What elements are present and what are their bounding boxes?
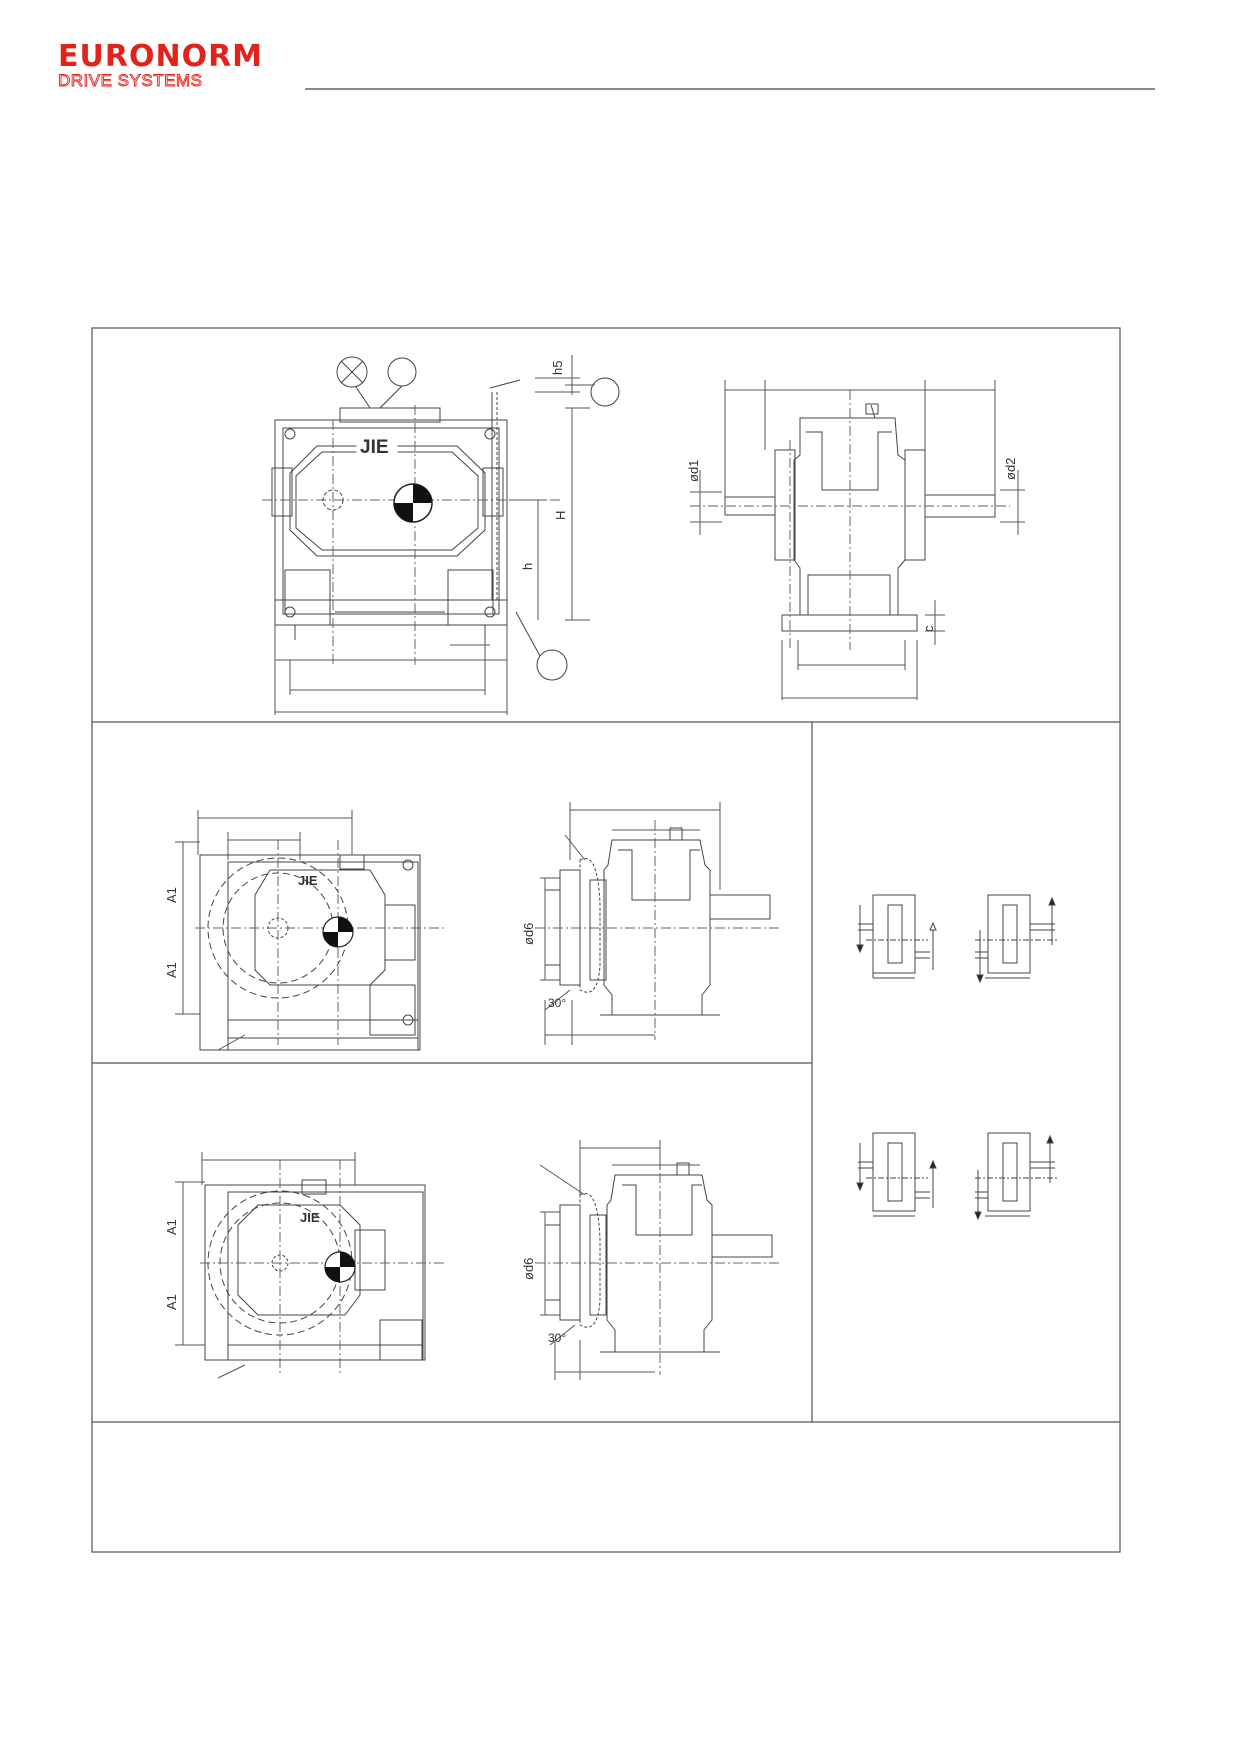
variant-b-side bbox=[535, 1140, 780, 1380]
dim-label-d6-bottom: ød6 bbox=[521, 1258, 536, 1280]
drawing-frames bbox=[91, 327, 1121, 1553]
variant-a-front bbox=[175, 810, 445, 1051]
arrangement-3 bbox=[856, 1132, 937, 1217]
side-view bbox=[690, 380, 1025, 700]
dim-label-A1-b: A1 bbox=[164, 962, 179, 978]
nameplate-label-b: JIE bbox=[300, 1210, 320, 1225]
nameplate-label-a: JIE bbox=[298, 873, 318, 888]
variant-b-front bbox=[175, 1152, 445, 1379]
dim-label-h: h bbox=[520, 563, 535, 570]
dim-label-angle-b: 30° bbox=[548, 1331, 566, 1345]
dim-label-d6-top: ød6 bbox=[521, 923, 536, 945]
dim-label-H: H bbox=[553, 511, 568, 520]
brand-logo: EURONORM DRIVE SYSTEMS bbox=[58, 42, 263, 90]
nameplate-group: JIE bbox=[356, 435, 433, 523]
dim-label-angle-a: 30° bbox=[548, 996, 566, 1010]
variant-a-side bbox=[535, 802, 780, 1045]
brand-name: EURONORM bbox=[58, 39, 264, 74]
dim-label-A1-a: A1 bbox=[164, 887, 179, 903]
variant-b-markers: JIE bbox=[300, 1210, 356, 1283]
dim-label-d2: ød2 bbox=[1003, 458, 1018, 480]
brand-tagline: DRIVE SYSTEMS bbox=[58, 71, 203, 90]
arrangement-2 bbox=[975, 894, 1058, 984]
dim-label-h5: h5 bbox=[550, 361, 565, 375]
nameplate-label: JIE bbox=[360, 437, 389, 458]
mounting-arrangements bbox=[856, 894, 1058, 1221]
front-view bbox=[262, 355, 620, 715]
header-divider bbox=[305, 88, 1155, 90]
arrangement-4 bbox=[974, 1132, 1058, 1221]
variant-a-markers: JIE bbox=[298, 873, 354, 948]
dim-label-A1-d: A1 bbox=[164, 1294, 179, 1310]
dim-label-c: c bbox=[921, 625, 936, 632]
dim-label-A1-c: A1 bbox=[164, 1219, 179, 1235]
dim-label-d1: ød1 bbox=[686, 460, 701, 482]
outer-frame bbox=[91, 327, 1121, 1553]
arrangement-1 bbox=[856, 894, 937, 979]
